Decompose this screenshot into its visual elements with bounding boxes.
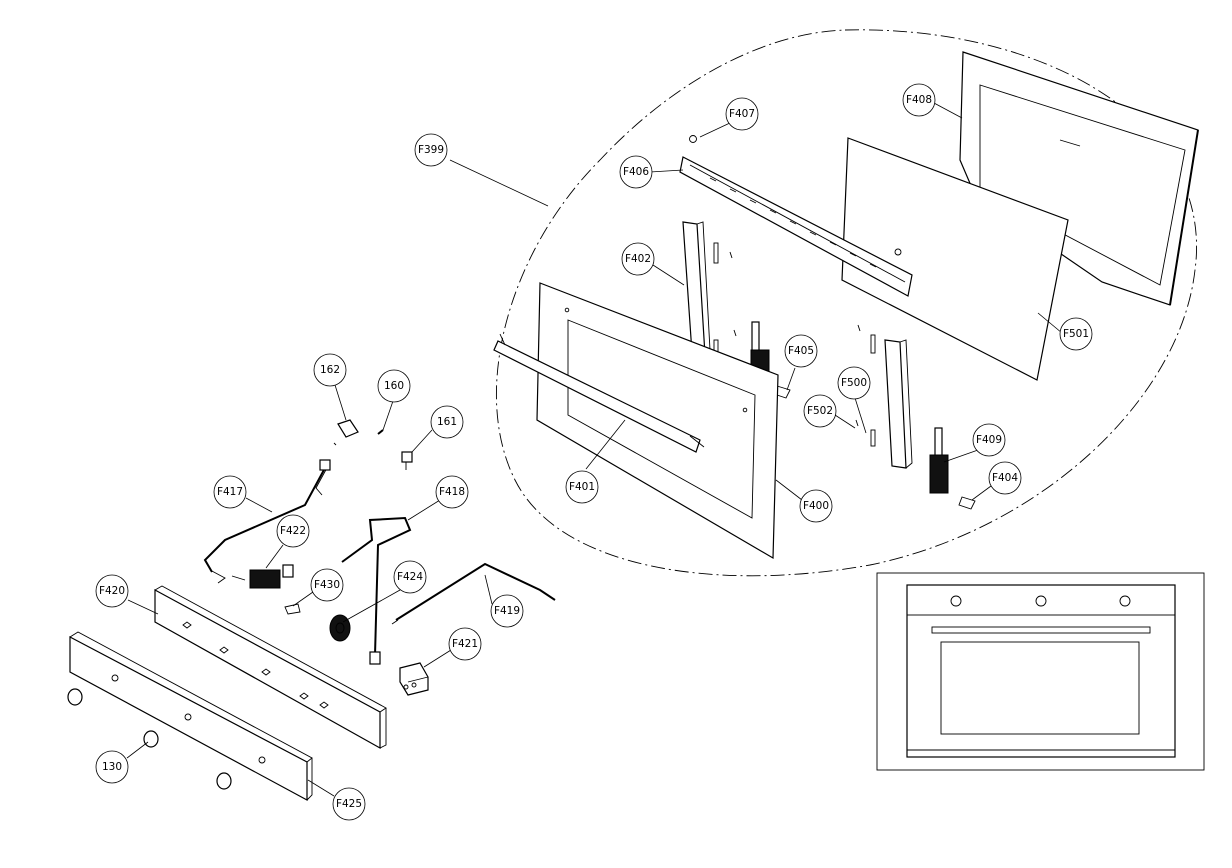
part-f425-front-fascia bbox=[69, 631, 313, 802]
svg-text:F424: F424 bbox=[397, 571, 423, 583]
callout-f417: F417 bbox=[213, 475, 247, 509]
svg-text:F421: F421 bbox=[452, 638, 478, 650]
part-f500-right-hinge-channel bbox=[855, 324, 913, 469]
part-162-fitting bbox=[333, 419, 359, 446]
part-f419-pipe bbox=[391, 562, 556, 625]
svg-text:F419: F419 bbox=[494, 605, 520, 617]
callout-130: 130 bbox=[95, 750, 129, 784]
svg-text:F409: F409 bbox=[976, 434, 1002, 446]
part-f402-left-hinge-channel bbox=[682, 221, 737, 357]
svg-text:F400: F400 bbox=[803, 500, 829, 512]
callout-f406: F406 bbox=[619, 155, 653, 189]
svg-text:162: 162 bbox=[320, 364, 340, 376]
callout-f424: F424 bbox=[393, 560, 427, 594]
callout-f501: F501 bbox=[1059, 317, 1093, 351]
svg-text:F422: F422 bbox=[280, 525, 306, 537]
svg-text:F408: F408 bbox=[906, 94, 932, 106]
callout-160: 160 bbox=[377, 369, 411, 403]
part-130-knobs bbox=[67, 688, 232, 790]
part-f422-valve bbox=[231, 564, 294, 589]
svg-text:F500: F500 bbox=[841, 377, 867, 389]
svg-text:130: 130 bbox=[102, 761, 122, 773]
part-f424-thermostat bbox=[329, 614, 351, 642]
callout-f402: F402 bbox=[621, 242, 655, 276]
callout-f500: F500 bbox=[837, 366, 871, 400]
callout-f430: F430 bbox=[310, 568, 344, 602]
svg-text:F406: F406 bbox=[623, 166, 649, 178]
part-160-pin bbox=[377, 429, 384, 435]
callout-161: 161 bbox=[430, 405, 464, 439]
svg-text:F425: F425 bbox=[336, 798, 362, 810]
part-f408-rear-door-frame bbox=[959, 51, 1199, 306]
callout-f408: F408 bbox=[902, 83, 936, 117]
svg-text:F501: F501 bbox=[1063, 328, 1089, 340]
part-f430-clip bbox=[284, 603, 301, 615]
part-f420-control-panel-back bbox=[154, 585, 387, 750]
callout-f399: F399 bbox=[414, 133, 448, 167]
callout-f404: F404 bbox=[988, 461, 1022, 495]
svg-text:F404: F404 bbox=[992, 472, 1018, 484]
door-assembly-boundary bbox=[496, 29, 1197, 577]
assembled-oven-inset bbox=[876, 572, 1205, 771]
svg-text:F407: F407 bbox=[729, 108, 755, 120]
svg-text:F417: F417 bbox=[217, 486, 243, 498]
part-f501-glass-panel bbox=[841, 137, 1069, 381]
callout-f418: F418 bbox=[435, 475, 469, 509]
svg-text:F418: F418 bbox=[439, 486, 465, 498]
callout-162: 162 bbox=[313, 353, 347, 387]
svg-text:F430: F430 bbox=[314, 579, 340, 591]
part-f406-top-rail bbox=[679, 156, 913, 297]
svg-text:F420: F420 bbox=[99, 585, 125, 597]
callout-f420: F420 bbox=[95, 574, 129, 608]
svg-text:161: 161 bbox=[437, 416, 457, 428]
svg-text:F401: F401 bbox=[569, 481, 595, 493]
callout-f502: F502 bbox=[803, 394, 837, 428]
callout-f400: F400 bbox=[799, 489, 833, 523]
part-161-nozzle bbox=[401, 451, 413, 470]
callout-f407: F407 bbox=[725, 97, 759, 131]
callout-f419: F419 bbox=[490, 594, 524, 628]
callout-f422: F422 bbox=[276, 514, 310, 548]
svg-text:F402: F402 bbox=[625, 253, 651, 265]
svg-text:F405: F405 bbox=[788, 345, 814, 357]
leader-lines bbox=[126, 102, 1063, 797]
svg-text:160: 160 bbox=[384, 380, 404, 392]
part-f417-gas-pipe bbox=[203, 459, 331, 584]
callout-f405: F405 bbox=[784, 334, 818, 368]
part-f407-washer bbox=[689, 135, 697, 143]
callout-f401: F401 bbox=[565, 470, 599, 504]
callout-f409: F409 bbox=[972, 423, 1006, 457]
part-f401-door-handle bbox=[493, 333, 705, 453]
part-f421-connector-block bbox=[399, 662, 429, 696]
callout-f425: F425 bbox=[332, 787, 366, 821]
part-f409-right-hinge bbox=[929, 427, 976, 510]
part-f418-pipe bbox=[341, 516, 412, 665]
svg-text:F502: F502 bbox=[807, 405, 833, 417]
svg-text:F399: F399 bbox=[418, 144, 444, 156]
callout-f421: F421 bbox=[448, 627, 482, 661]
